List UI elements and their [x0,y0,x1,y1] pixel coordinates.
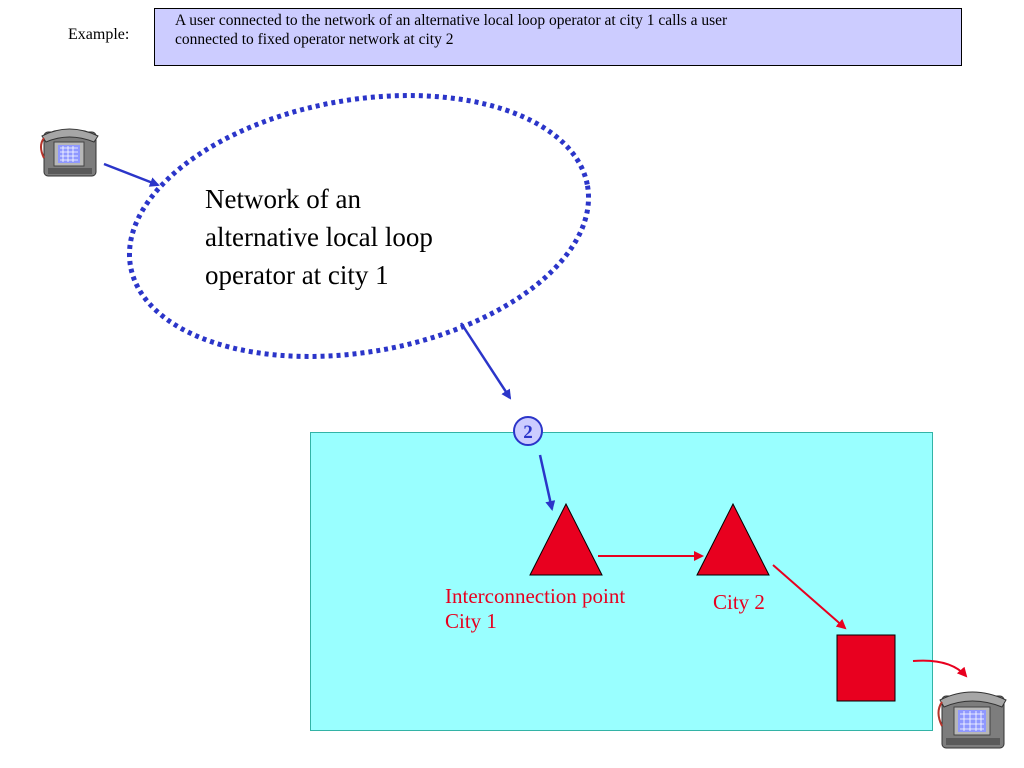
example-label: Example: [68,26,130,43]
interconnection-node [529,502,603,576]
arrow-city2-to-switch [772,564,847,630]
network-label-line-2: alternative local loop [205,222,433,252]
step-badge: 2 [513,416,543,446]
arrow-badge-to-interconnection [538,454,556,511]
interconnection-label: Interconnection point City 1 [445,584,625,634]
city2-node [696,502,770,576]
network-label: Network of an alternative local loop ope… [205,180,535,294]
arrow-network-to-badge [459,322,512,400]
fixed-operator-region [310,432,933,731]
network-label-line-3: operator at city 1 [205,260,389,290]
description-line-1: A user connected to the network of an al… [175,12,728,29]
interconnection-label-line-1: Interconnection point [445,584,626,608]
switch-node [836,634,896,702]
interconnection-label-line-2: City 1 [445,609,497,633]
network-label-line-1: Network of an [205,184,361,214]
description-line-2: connected to fixed operator network at c… [175,31,454,48]
arrow-switch-to-phone [912,659,968,678]
arrow-phone-to-network [103,162,160,187]
telephone-icon [937,691,1007,749]
telephone-icon [40,128,99,177]
step-badge-label: 2 [523,422,533,443]
city2-label: City 2 [713,590,765,614]
description-box: A user connected to the network of an al… [154,8,962,66]
network-cloud [126,93,592,359]
